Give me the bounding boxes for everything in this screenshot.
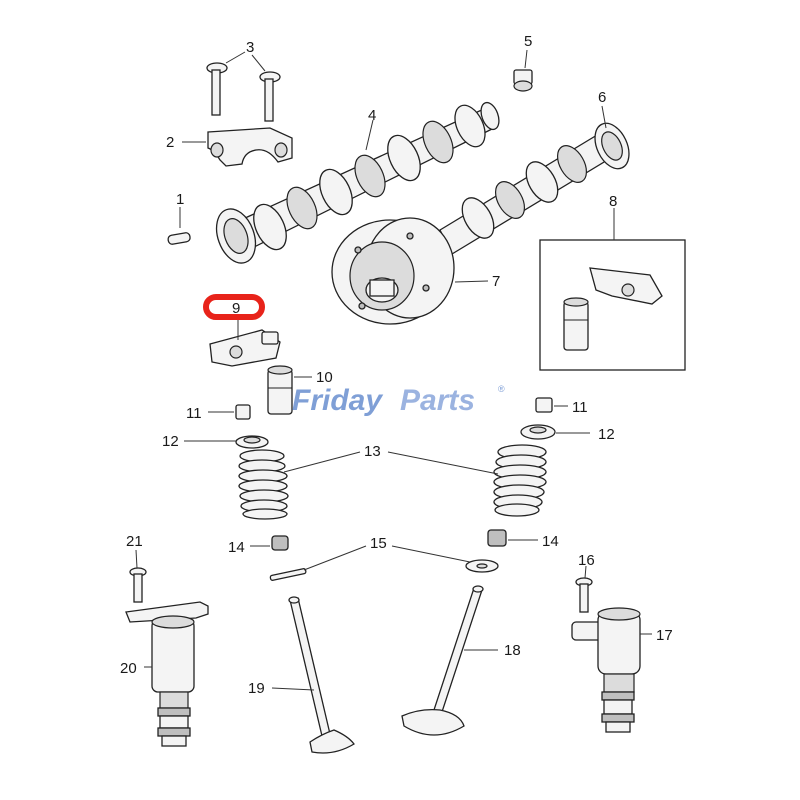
part-13-spring-right <box>493 444 547 517</box>
watermark-part2: Parts <box>400 384 475 417</box>
part-1-dowel-pin <box>167 232 191 245</box>
part-5-plug <box>513 69 533 92</box>
callout-labels: 3 5 6 4 2 1 8 7 9 10 11 11 12 12 13 14 1… <box>120 33 673 697</box>
callout-12-left: 12 <box>162 433 179 450</box>
part-15-pin <box>269 568 307 581</box>
callout-9: 9 <box>232 300 240 317</box>
callout-10: 10 <box>316 369 333 386</box>
part-17-solenoid <box>571 607 641 733</box>
part-7-cam-phaser <box>331 217 455 325</box>
part-21-bolt <box>129 567 147 603</box>
callout-6: 6 <box>598 89 606 106</box>
part-11-keeper-right <box>535 397 553 413</box>
callout-16: 16 <box>578 552 595 569</box>
part-15-washer <box>465 559 499 573</box>
watermark-part1: Friday <box>292 384 383 417</box>
callout-14-right: 14 <box>542 533 559 550</box>
callout-11-left: 11 <box>186 405 202 422</box>
part-9-rocker-arm <box>209 329 281 367</box>
callout-11-right: 11 <box>572 399 588 416</box>
callout-18: 18 <box>504 642 521 659</box>
part-10-lash-adjuster <box>267 365 293 415</box>
callout-1: 1 <box>176 191 184 208</box>
callout-20: 20 <box>120 660 137 677</box>
part-12-retainer-left <box>235 435 269 449</box>
callout-3: 3 <box>246 39 254 56</box>
callout-17: 17 <box>656 627 673 644</box>
part-13-spring-left <box>238 449 289 520</box>
part-4-camshaft <box>215 101 500 264</box>
callout-19: 19 <box>248 680 265 697</box>
part-2-bearing-cap <box>207 127 293 167</box>
highlight-ring <box>203 294 265 320</box>
part-11-keeper-left <box>235 404 251 420</box>
callout-12-right: 12 <box>598 426 615 443</box>
watermark-reg: ® <box>498 384 505 394</box>
callout-7: 7 <box>492 273 500 290</box>
callout-8: 8 <box>609 193 617 210</box>
callout-5: 5 <box>524 33 532 50</box>
part-16-bolt <box>575 577 593 613</box>
part-19-valve <box>288 596 355 754</box>
part-8-inset-box <box>539 239 686 371</box>
part-12-retainer-right <box>520 424 556 440</box>
part-14-seal-left <box>271 535 289 551</box>
part-14-seal-right <box>487 529 507 547</box>
callout-13: 13 <box>364 443 381 460</box>
callout-4: 4 <box>368 107 376 124</box>
watermark-logo: Friday Parts ® <box>292 384 505 417</box>
callout-2: 2 <box>166 134 174 151</box>
callout-21: 21 <box>126 533 143 550</box>
part-18-valve <box>401 585 484 736</box>
callout-15: 15 <box>370 535 387 552</box>
part-20-solenoid <box>125 601 209 747</box>
part-3-bolts <box>206 62 281 122</box>
callout-14-left: 14 <box>228 539 245 556</box>
